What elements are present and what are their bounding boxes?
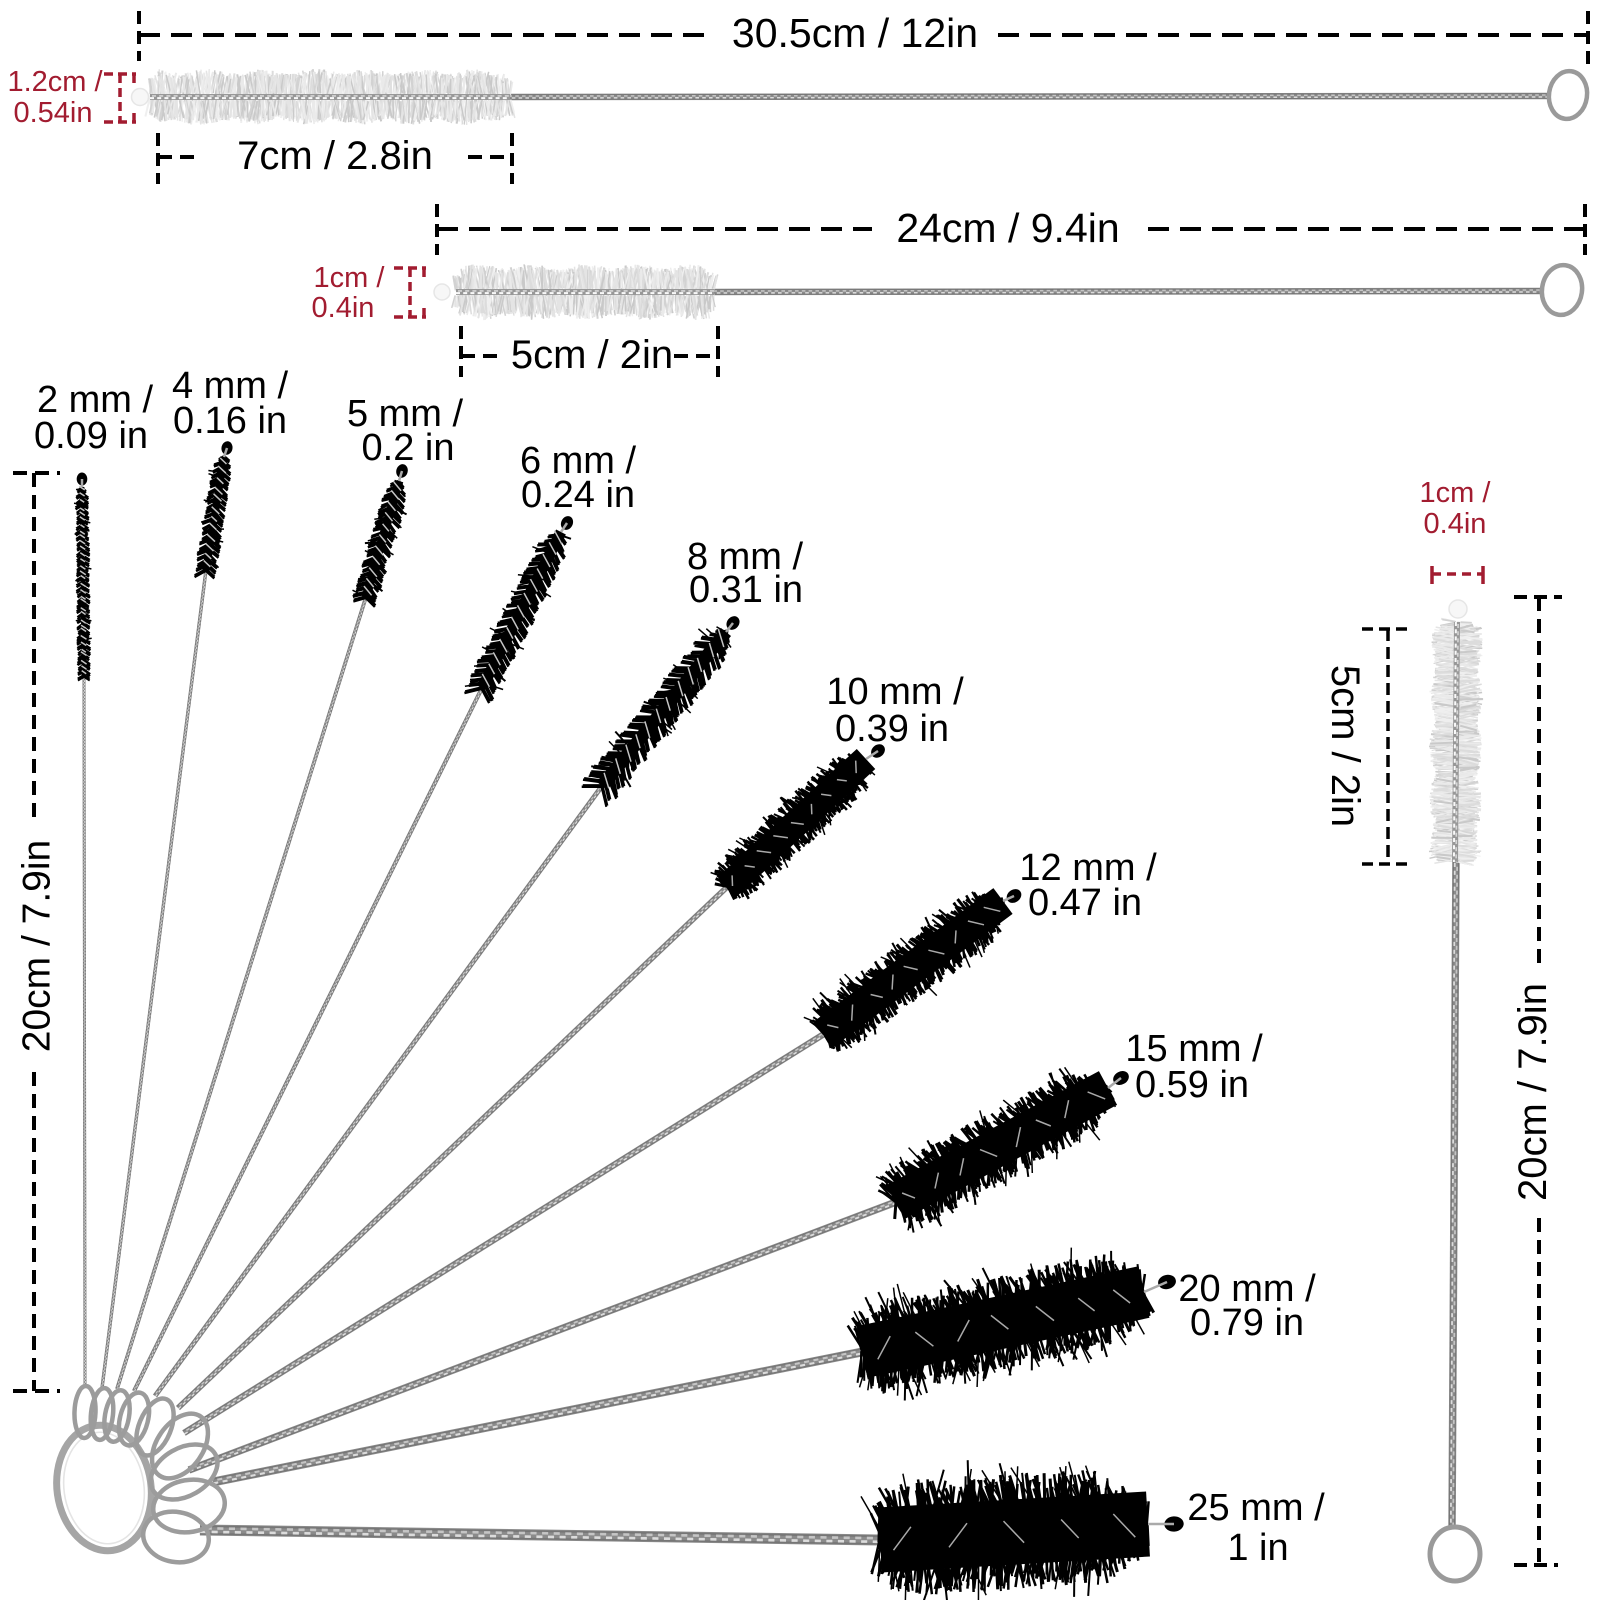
svg-text:5 mm /: 5 mm / — [347, 393, 464, 435]
svg-text:0.2 in: 0.2 in — [362, 427, 455, 469]
svg-text:25 mm /: 25 mm / — [1187, 1487, 1325, 1529]
svg-text:0.09 in: 0.09 in — [34, 415, 148, 457]
svg-text:0.4in: 0.4in — [1424, 508, 1487, 540]
svg-text:0.59 in: 0.59 in — [1135, 1064, 1249, 1106]
svg-text:5cm / 2in: 5cm / 2in — [511, 333, 673, 377]
svg-text:10 mm /: 10 mm / — [826, 671, 964, 713]
svg-text:2 mm /: 2 mm / — [37, 379, 154, 421]
svg-text:20cm / 7.9in: 20cm / 7.9in — [16, 840, 59, 1052]
svg-text:15 mm /: 15 mm / — [1125, 1028, 1263, 1070]
svg-text:6 mm /: 6 mm / — [520, 440, 637, 482]
svg-text:0.39 in: 0.39 in — [835, 708, 949, 750]
svg-text:0.24 in: 0.24 in — [521, 474, 635, 516]
svg-text:0.47 in: 0.47 in — [1028, 882, 1142, 924]
svg-text:0.54in: 0.54in — [13, 97, 92, 129]
svg-text:0.4in: 0.4in — [312, 292, 375, 324]
svg-text:20cm / 7.9in: 20cm / 7.9in — [1511, 983, 1555, 1201]
svg-text:20 mm /: 20 mm / — [1178, 1268, 1316, 1310]
svg-text:7cm / 2.8in: 7cm / 2.8in — [237, 134, 433, 178]
svg-text:1cm /: 1cm / — [1420, 477, 1492, 509]
svg-text:8 mm /: 8 mm / — [687, 536, 804, 578]
svg-text:1 in: 1 in — [1227, 1527, 1288, 1569]
svg-text:1.2cm /: 1.2cm / — [7, 66, 103, 98]
svg-text:12 mm /: 12 mm / — [1019, 847, 1157, 889]
svg-text:24cm / 9.4in: 24cm / 9.4in — [896, 205, 1119, 251]
svg-text:30.5cm / 12in: 30.5cm / 12in — [732, 10, 978, 56]
svg-text:0.79 in: 0.79 in — [1190, 1302, 1304, 1344]
svg-text:1cm /: 1cm / — [314, 262, 386, 294]
svg-text:4 mm /: 4 mm / — [172, 365, 289, 407]
svg-text:0.16 in: 0.16 in — [173, 400, 287, 442]
svg-text:5cm / 2in: 5cm / 2in — [1323, 665, 1367, 827]
svg-text:0.31 in: 0.31 in — [689, 569, 803, 611]
